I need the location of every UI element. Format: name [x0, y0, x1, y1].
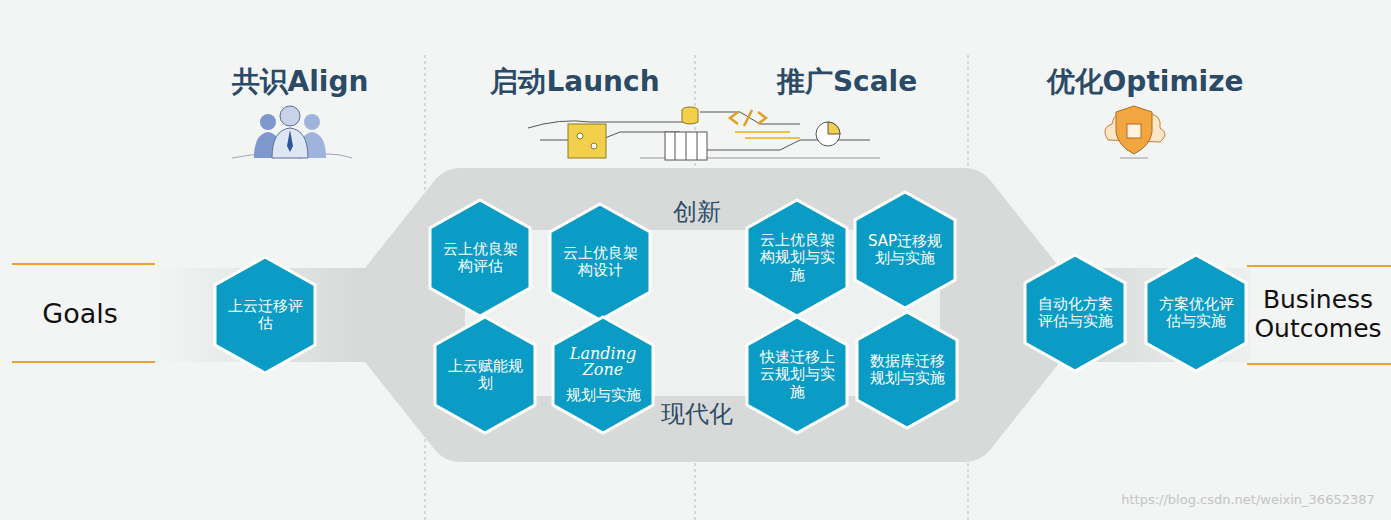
cloud-shield-icon: [1105, 106, 1165, 158]
hexagon-fill: [747, 317, 847, 433]
phase-band: 创新现代化 云上优良架构评估 云上优良架构设计 云上优良架构规划与实施 SAP迁移规划与…: [365, 168, 1060, 462]
hexagon-fill: [550, 204, 650, 320]
hexagon-step: 快速迁移上云规划与实施: [745, 315, 849, 435]
hexagon-fill: [553, 317, 653, 433]
watermark: https://blog.csdn.net/weixin_36652387: [1121, 493, 1375, 508]
step-text: 快速迁移上云规划与实施: [757, 349, 837, 401]
hexagon-step: 云上优良架构规划与实施: [745, 198, 849, 318]
band-fill: [365, 168, 1060, 462]
step-text: 云上优良架构评估: [440, 241, 520, 276]
text-holder: SAP迁移规划与实施: [853, 190, 957, 310]
step-text: 上云迁移评估: [225, 298, 305, 333]
outcomes-label: Business Outcomes: [1248, 286, 1388, 344]
step-text: 云上优良架构设计: [560, 245, 640, 280]
people-icon: [232, 106, 352, 158]
hexagon-step: 云上优良架构评估: [428, 198, 532, 318]
hexagon-fill: [1025, 255, 1125, 371]
text-holder: 云上优良架构评估: [428, 198, 532, 318]
hexagon-fill: [215, 257, 315, 373]
text-holder: 上云赋能规划: [433, 315, 537, 435]
text-holder: 方案优化评估与实施: [1144, 253, 1248, 373]
goals-label: Goals: [10, 298, 150, 329]
step-text: 数据库迁移规划与实施: [867, 353, 947, 388]
step-text: 方案优化评估与实施: [1156, 296, 1236, 331]
step-text: 上云赋能规划: [445, 358, 525, 393]
hexagon-fill: [435, 317, 535, 433]
band-heading: 现代化: [661, 398, 733, 430]
hexagon-step: Landing Zone 规划与实施: [551, 315, 655, 435]
phase-heading: 启动Launch: [490, 66, 659, 98]
hexagon-fill: [1146, 255, 1246, 371]
hexagon-fill: [747, 200, 847, 316]
text-holder: 云上优良架构规划与实施: [745, 198, 849, 318]
hexagon-fill: [430, 200, 530, 316]
text-holder: 上云迁移评估: [213, 255, 317, 375]
step-text: 规划与实施: [563, 387, 643, 404]
text-holder: 快速迁移上云规划与实施: [745, 315, 849, 435]
hexagon-step: 方案优化评估与实施: [1144, 253, 1248, 373]
hexagon-step: 上云赋能规划: [433, 315, 537, 435]
hexagon-fill: [855, 192, 955, 308]
text-holder: Landing Zone 规划与实施: [551, 315, 655, 435]
hexagon-step: 上云迁移评估: [213, 255, 317, 375]
step-text: 自动化方案评估与实施: [1035, 296, 1115, 331]
text-holder: 自动化方案评估与实施: [1023, 253, 1127, 373]
hexagon-step: 云上优良架构设计: [548, 202, 652, 322]
hexagon-step: 数据库迁移规划与实施: [855, 310, 959, 430]
step-text: SAP迁移规划与实施: [865, 233, 945, 268]
phase-heading: 推广Scale: [777, 66, 917, 98]
step-text: 云上优良架构规划与实施: [757, 232, 837, 284]
text-holder: 云上优良架构设计: [548, 202, 652, 322]
circuit-illustration: [528, 107, 880, 160]
band-heading: 创新: [673, 196, 721, 228]
step-heading: Landing Zone: [563, 346, 643, 380]
phase-heading: 共识Align: [232, 66, 369, 98]
hexagon-step: 自动化方案评估与实施: [1023, 253, 1127, 373]
hexagon-fill: [857, 312, 957, 428]
text-holder: 数据库迁移规划与实施: [855, 310, 959, 430]
phase-heading: 优化Optimize: [1047, 66, 1244, 98]
hexagon-step: SAP迁移规划与实施: [853, 190, 957, 310]
